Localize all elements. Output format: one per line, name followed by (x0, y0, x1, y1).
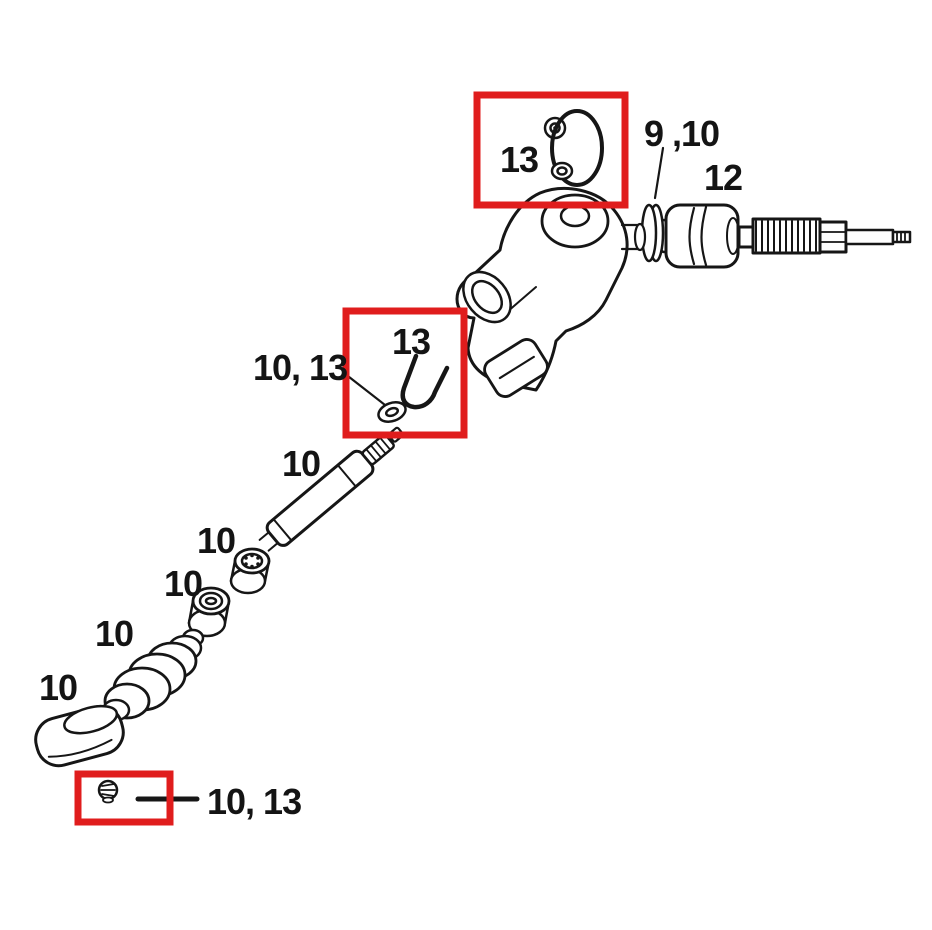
actuator-shaft (258, 426, 404, 552)
label-bottom-screw-pair: 10, 13 (207, 781, 302, 822)
clevis-tab (483, 338, 549, 398)
highlight-box-middle (342, 307, 468, 439)
leader-line-10-13 (342, 371, 387, 407)
label-mid-clip: 13 (392, 321, 431, 362)
label-shaft: 10 (282, 443, 321, 484)
pivot-bore (559, 204, 591, 228)
spline-nut (229, 547, 271, 595)
spring-clip (400, 353, 450, 410)
o-ring (550, 109, 604, 187)
clamp-knob (656, 203, 740, 269)
highlight-box-bottom (74, 770, 174, 826)
main-body (455, 186, 647, 398)
label-spline-nut: 10 (197, 520, 236, 561)
label-boot: 10 (95, 613, 134, 654)
small-washer (377, 401, 407, 423)
label-bushing: 10 (164, 563, 203, 604)
leader-line-9-10 (653, 146, 665, 200)
label-washer-pair: 9 ,10 (644, 113, 720, 154)
rubber-boot (101, 628, 205, 722)
clip-washer-group (342, 353, 450, 423)
thumb-paddle (34, 704, 125, 768)
barrel-adjuster (737, 217, 912, 255)
set-screw (97, 779, 200, 804)
highlight-box-top (473, 91, 629, 209)
bushing (187, 586, 231, 638)
label-top-screw-group: 13 (500, 139, 539, 180)
label-mid-washer-pair: 10, 13 (253, 347, 348, 388)
o-ring-screw-group (543, 109, 604, 187)
label-paddle: 10 (39, 667, 78, 708)
label-clamp-knob: 12 (704, 157, 743, 198)
screw-bottom (550, 161, 574, 181)
